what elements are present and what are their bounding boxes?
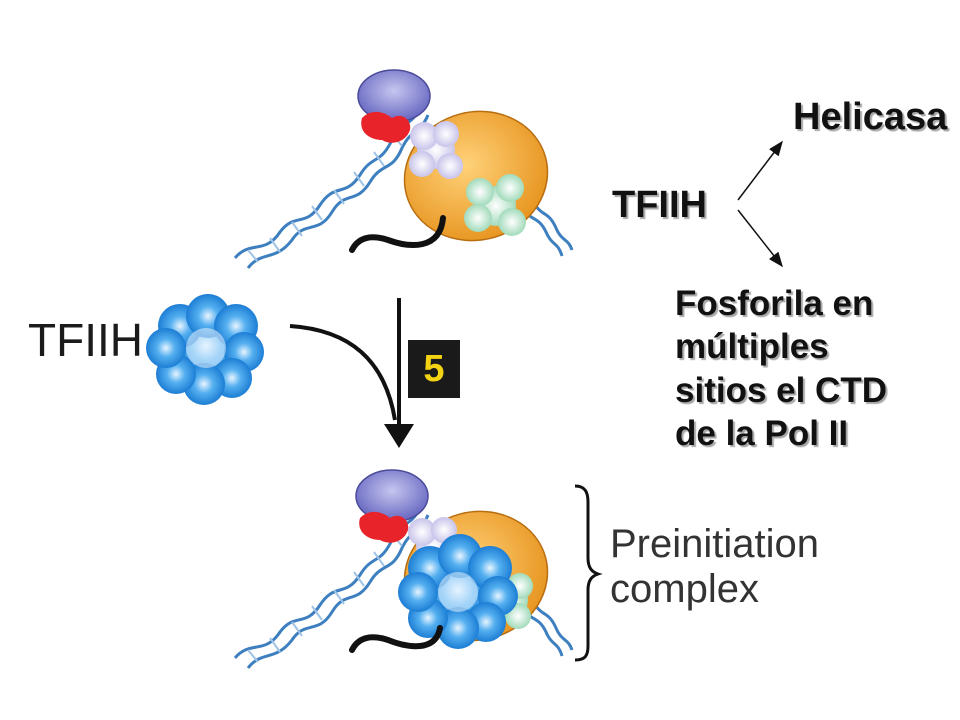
joining-arrow bbox=[289, 324, 397, 421]
preinitiation-line-2: complex bbox=[610, 566, 759, 611]
fosforila-line-2: múltiples bbox=[675, 327, 829, 367]
tfiib-red-factor-bottom bbox=[359, 511, 409, 543]
arrow-to-fosforila bbox=[737, 209, 783, 268]
preinitiation-line-1: Preinitiation bbox=[610, 522, 820, 566]
helicasa-label: Helicasa bbox=[793, 96, 948, 138]
rna-pol-ii bbox=[403, 110, 549, 242]
step-badge: 5 bbox=[408, 340, 460, 398]
fosforila-line-3: sitios el CTD bbox=[675, 370, 887, 410]
ctd-tail bbox=[349, 215, 446, 253]
tfiih-blob-bound bbox=[398, 534, 518, 649]
bottom-complex bbox=[233, 469, 574, 669]
ctd-tail-bottom bbox=[349, 625, 443, 653]
tfiih-label-left: TFIIH bbox=[28, 314, 143, 366]
top-complex bbox=[233, 69, 574, 269]
green-factor bbox=[464, 174, 526, 236]
tfiib-red-factor bbox=[361, 111, 411, 143]
tfiih-blob bbox=[146, 294, 264, 405]
tfiih-label-right: TFIIH bbox=[612, 184, 707, 226]
preinitiation-complex-label: Preinitiation complex bbox=[610, 522, 819, 612]
step-number: 5 bbox=[423, 347, 445, 390]
lavender-factor bbox=[409, 121, 463, 179]
fosforila-label: Fosforila en múltiples sitios el CTD de … bbox=[675, 282, 887, 456]
fosforila-line-4: de la Pol II bbox=[675, 414, 849, 454]
brace bbox=[574, 484, 603, 662]
fosforila-line-1: Fosforila en bbox=[675, 284, 874, 323]
down-arrow-head bbox=[384, 424, 414, 448]
arrow-to-helicasa bbox=[737, 140, 783, 201]
